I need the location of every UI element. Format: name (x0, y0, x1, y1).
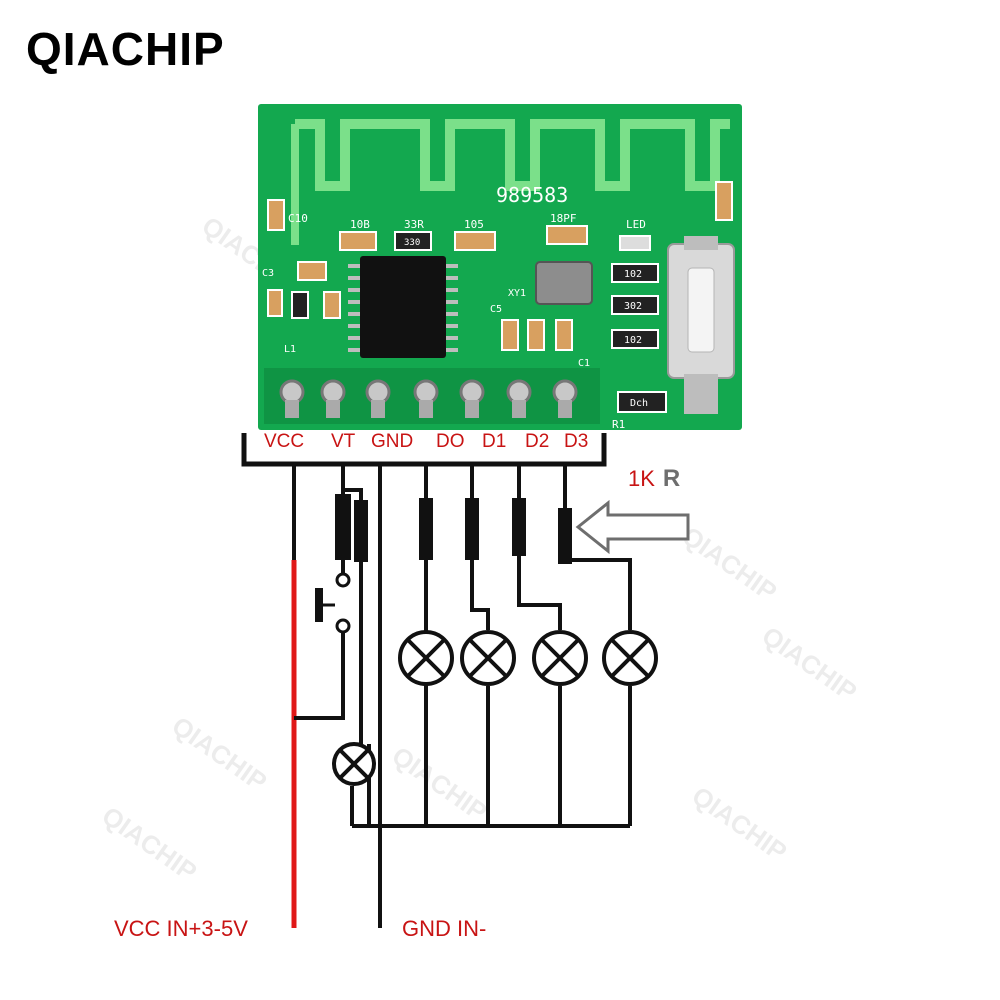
lamp-d1 (460, 630, 516, 686)
wire-vt (341, 464, 363, 500)
watermark: QIACHIP (757, 620, 863, 707)
resistors (335, 494, 572, 564)
smd-components (267, 181, 733, 413)
wire-switch-return (294, 632, 345, 720)
wire-d3 (563, 464, 632, 630)
silk-label: 33R (404, 218, 424, 231)
lamp-d3 (602, 630, 658, 686)
silk-label: R1 (612, 418, 625, 431)
push-switch (315, 572, 351, 634)
silkscreen-text: 989583 C10 10B 33R 105 18PF LED C3 L1 C5… (262, 183, 648, 431)
switch-contact-bottom (335, 618, 351, 634)
silk-label: 105 (464, 218, 484, 231)
chip-marking: Dch (630, 398, 648, 409)
silk-label: C5 (490, 304, 502, 315)
gnd-input-label: GND IN- (402, 916, 486, 941)
pin-labels: VCC VT GND DO D1 D2 D3 (264, 431, 588, 452)
pin-pad (459, 379, 485, 418)
lamps (332, 630, 658, 786)
pin-label-d2: D2 (525, 431, 549, 452)
watermark: QIACHIP (97, 800, 203, 887)
watermark: QIACHIP (387, 740, 493, 827)
pin-label-gnd: GND (371, 431, 413, 452)
pin-header (264, 368, 600, 424)
watermark: QIACHIP (167, 710, 273, 797)
lamp-d2 (532, 630, 588, 686)
pin-pad (506, 379, 532, 418)
resistor-vt-lamp (354, 500, 368, 562)
resistor-d2 (512, 498, 526, 556)
resistor-symbol: R (663, 465, 680, 492)
silk-label: C1 (578, 358, 590, 369)
vcc-input-label: VCC IN+3-5V (114, 916, 248, 941)
pin-label-vcc: VCC (264, 431, 304, 452)
switch-contact-top (335, 572, 351, 588)
arrow-icon (575, 499, 690, 555)
chip-marking: 302 (624, 301, 642, 312)
crystal-oscillator (535, 261, 593, 305)
resistor-d1 (465, 498, 479, 560)
silk-label: C3 (262, 268, 274, 279)
silk-label: C10 (288, 212, 308, 225)
silk-label: LED (626, 218, 646, 231)
pin-label-d0: DO (436, 431, 465, 452)
tact-switch (667, 236, 735, 414)
main-ic (348, 256, 458, 358)
lamp-vt (332, 742, 376, 786)
pin-pad (413, 379, 439, 418)
silk-label: 18PF (550, 212, 577, 225)
resistor-vt (335, 494, 351, 560)
silk-label: 10B (350, 218, 370, 231)
wires (291, 464, 632, 928)
antenna-trace (295, 119, 730, 191)
pin-label-d3: D3 (564, 431, 588, 452)
pin-pad (365, 379, 391, 418)
resistor-d0 (419, 498, 433, 560)
lamp-d0 (398, 630, 454, 686)
resistor-value: 1K (628, 466, 655, 491)
watermark: QIACHIP (677, 520, 783, 607)
resistor-d3 (558, 508, 572, 564)
resistor-value-label: 1K R (628, 465, 680, 492)
pcb-board: 989583 C10 10B 33R 105 18PF LED C3 L1 C5… (258, 104, 742, 431)
pin-label-d1: D1 (482, 431, 506, 452)
brand-logo: QIACHIP (26, 23, 225, 75)
pin-pad (279, 379, 305, 418)
board-serial: 989583 (496, 183, 568, 207)
watermark: QIACHIP (687, 780, 793, 867)
pin-pad (552, 379, 578, 418)
pin-label-vt: VT (331, 431, 356, 452)
pin-pad (320, 379, 346, 418)
silk-label: XY1 (508, 288, 526, 299)
silk-label: L1 (284, 344, 296, 355)
chip-marking: 102 (624, 335, 642, 346)
chip-marking: 330 (404, 238, 420, 248)
chip-marking: 102 (624, 269, 642, 280)
switch-actuator (315, 588, 323, 622)
